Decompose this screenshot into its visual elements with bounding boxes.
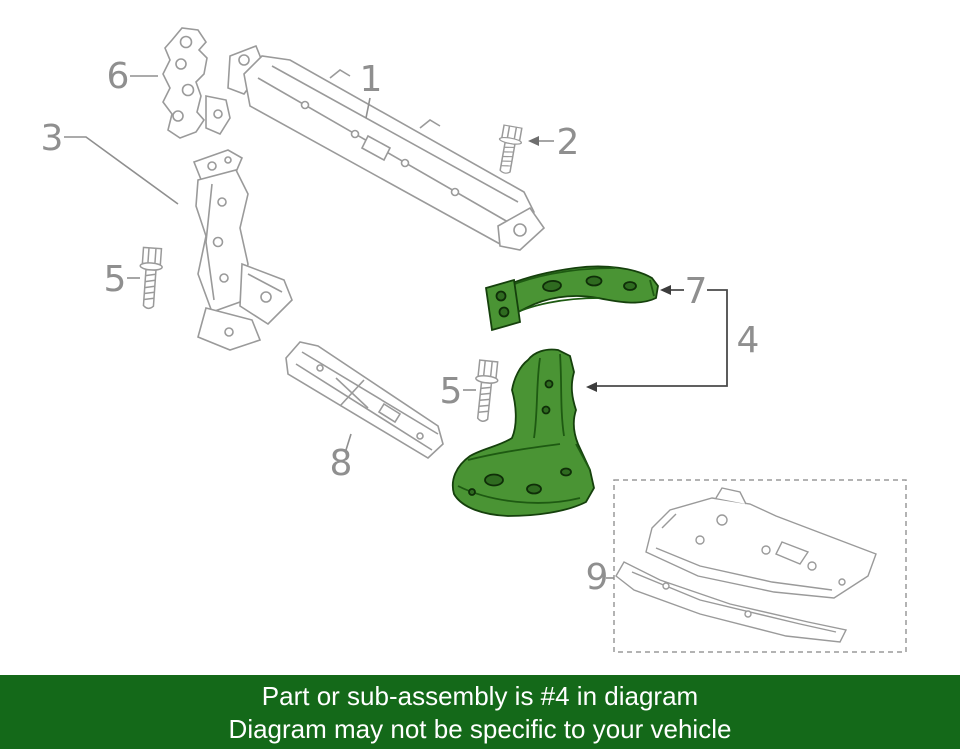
callout-5-middle: 5: [440, 371, 463, 412]
banner-line-2: Diagram may not be specific to your vehi…: [228, 713, 732, 744]
callout-4: 4: [737, 320, 760, 361]
leader-line-1: [365, 97, 371, 119]
callout-6: 6: [107, 56, 130, 97]
part-7-highlighted-rail-drawing: [484, 265, 659, 332]
callout-2: 2: [557, 122, 580, 163]
part-6-upper-bracket-drawing: [162, 27, 231, 139]
part-3-side-member-drawing: [192, 149, 293, 351]
callout-1: 1: [360, 59, 383, 100]
part-1-tie-bar-drawing: [227, 44, 546, 251]
banner-line-1: Part or sub-assembly is #4 in diagram: [261, 680, 699, 711]
callout-3: 3: [41, 118, 64, 159]
notice-banner: Part or sub-assembly is #4 in diagram Di…: [0, 675, 960, 749]
part-9-under-cover-drawing: [615, 487, 877, 643]
callout-8: 8: [330, 443, 353, 484]
part-8-crossmember-drawing: [285, 341, 444, 459]
callout-9: 9: [586, 557, 609, 598]
parts-diagram: 6 1 2 3 5 5 7 4 8 9: [41, 27, 907, 653]
leader-arrow-7: [660, 285, 684, 295]
leader-arrow-2: [528, 136, 554, 146]
callout-5-left: 5: [104, 259, 127, 300]
part-9-inset-box: [613, 479, 907, 653]
part-4-highlighted-member-drawing: [451, 348, 595, 517]
callout-7: 7: [685, 271, 708, 312]
leader-bracket-4: [586, 289, 728, 392]
part-5-bolt-left-drawing: [136, 246, 165, 310]
part-2-bolt-drawing: [493, 123, 525, 176]
part-5-bolt-middle-drawing: [470, 359, 501, 424]
leader-line-8: [345, 433, 352, 451]
leader-line-3: [64, 136, 179, 205]
